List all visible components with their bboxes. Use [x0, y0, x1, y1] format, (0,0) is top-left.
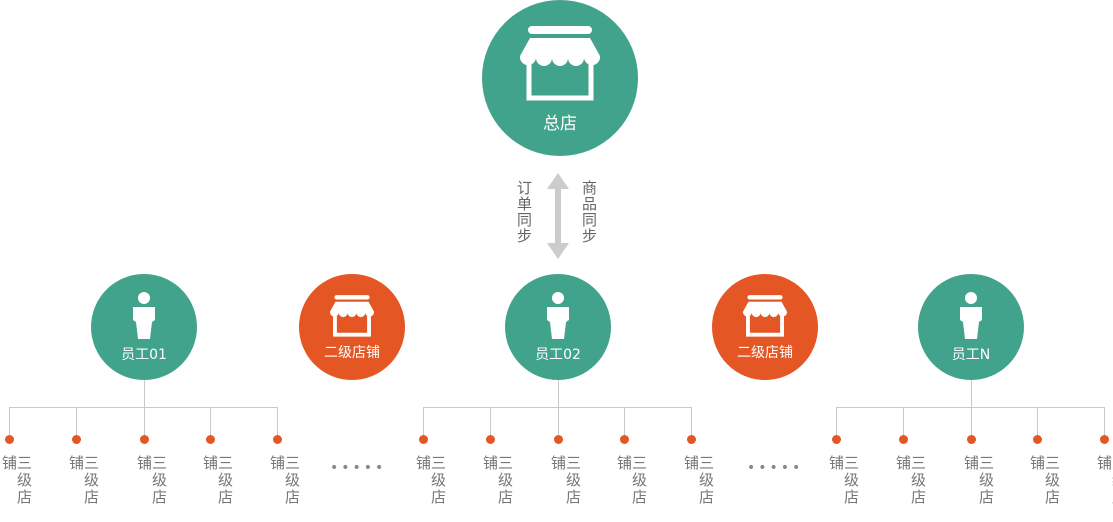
tertiary-store-label: 三级店铺: [682, 455, 715, 506]
leaf-dot-icon: [140, 435, 149, 444]
connector-branch: [277, 407, 278, 437]
connector-branch: [423, 407, 424, 437]
connector-branch: [76, 407, 77, 437]
connector-stem: [144, 380, 145, 408]
tertiary-store-label: 三级店铺: [549, 455, 582, 506]
connector-branch: [691, 407, 692, 437]
storefront-icon: [516, 24, 604, 104]
person-icon: [543, 292, 573, 340]
person-icon: [956, 292, 986, 340]
tertiary-store-label: 三级店铺: [1028, 455, 1061, 506]
storefront-icon: [740, 294, 790, 338]
leaf-dot-icon: [5, 435, 14, 444]
tertiary-store-label: 三级店铺: [67, 455, 100, 506]
product-sync-label: 商品同步: [580, 180, 598, 244]
node-label: 员工02: [535, 347, 581, 363]
node-label: 员工01: [121, 347, 167, 363]
ellipsis-more-icon: •••••: [747, 460, 804, 476]
tertiary-store-label: 三级店铺: [615, 455, 648, 506]
node-label: 二级店铺: [324, 345, 380, 361]
node-label: 员工N: [951, 347, 991, 363]
tertiary-store-label: 三级店铺: [962, 455, 995, 506]
leaf-dot-icon: [1100, 435, 1109, 444]
tertiary-store-label: 三级店铺: [827, 455, 860, 506]
leaf-dot-icon: [486, 435, 495, 444]
headquarters-label: 总店: [543, 113, 577, 134]
connector-branch: [1037, 407, 1038, 437]
connector-horizontal: [423, 407, 692, 408]
connector-branch: [1104, 407, 1105, 437]
connector-branch: [624, 407, 625, 437]
connector-horizontal: [836, 407, 1105, 408]
leaf-dot-icon: [832, 435, 841, 444]
leaf-dot-icon: [206, 435, 215, 444]
employee-node: 员工02: [505, 274, 611, 380]
tertiary-store-label: 三级店铺: [894, 455, 927, 506]
leaf-dot-icon: [899, 435, 908, 444]
leaf-dot-icon: [620, 435, 629, 444]
leaf-dot-icon: [554, 435, 563, 444]
secondary-store-node: 二级店铺: [712, 274, 818, 380]
headquarters-node: 总店: [482, 0, 638, 156]
connector-branch: [9, 407, 10, 437]
leaf-dot-icon: [687, 435, 696, 444]
leaf-dot-icon: [419, 435, 428, 444]
tertiary-store-label: 三级店铺: [481, 455, 514, 506]
secondary-store-node: 二级店铺: [299, 274, 405, 380]
connector-branch: [903, 407, 904, 437]
connector-stem: [558, 380, 559, 408]
connector-branch: [971, 407, 972, 437]
connector-branch: [144, 407, 145, 437]
tertiary-store-label: 三级店铺: [1095, 455, 1113, 506]
leaf-dot-icon: [273, 435, 282, 444]
employee-node: 员工N: [918, 274, 1024, 380]
connector-branch: [836, 407, 837, 437]
person-icon: [129, 292, 159, 340]
leaf-dot-icon: [1033, 435, 1042, 444]
leaf-dot-icon: [967, 435, 976, 444]
order-sync-label: 订单同步: [515, 180, 533, 244]
tertiary-store-label: 三级店铺: [135, 455, 168, 506]
node-label: 二级店铺: [737, 345, 793, 361]
double-arrow-vertical-icon: [547, 173, 569, 259]
tertiary-store-label: 三级店铺: [414, 455, 447, 506]
storefront-icon: [327, 294, 377, 338]
connector-branch: [490, 407, 491, 437]
tertiary-store-label: 三级店铺: [268, 455, 301, 506]
connector-horizontal: [9, 407, 278, 408]
connector-branch: [210, 407, 211, 437]
ellipsis-more-icon: •••••: [330, 460, 387, 476]
connector-stem: [971, 380, 972, 408]
leaf-dot-icon: [72, 435, 81, 444]
tertiary-store-label: 三级店铺: [0, 455, 33, 506]
employee-node: 员工01: [91, 274, 197, 380]
connector-branch: [558, 407, 559, 437]
tertiary-store-label: 三级店铺: [201, 455, 234, 506]
